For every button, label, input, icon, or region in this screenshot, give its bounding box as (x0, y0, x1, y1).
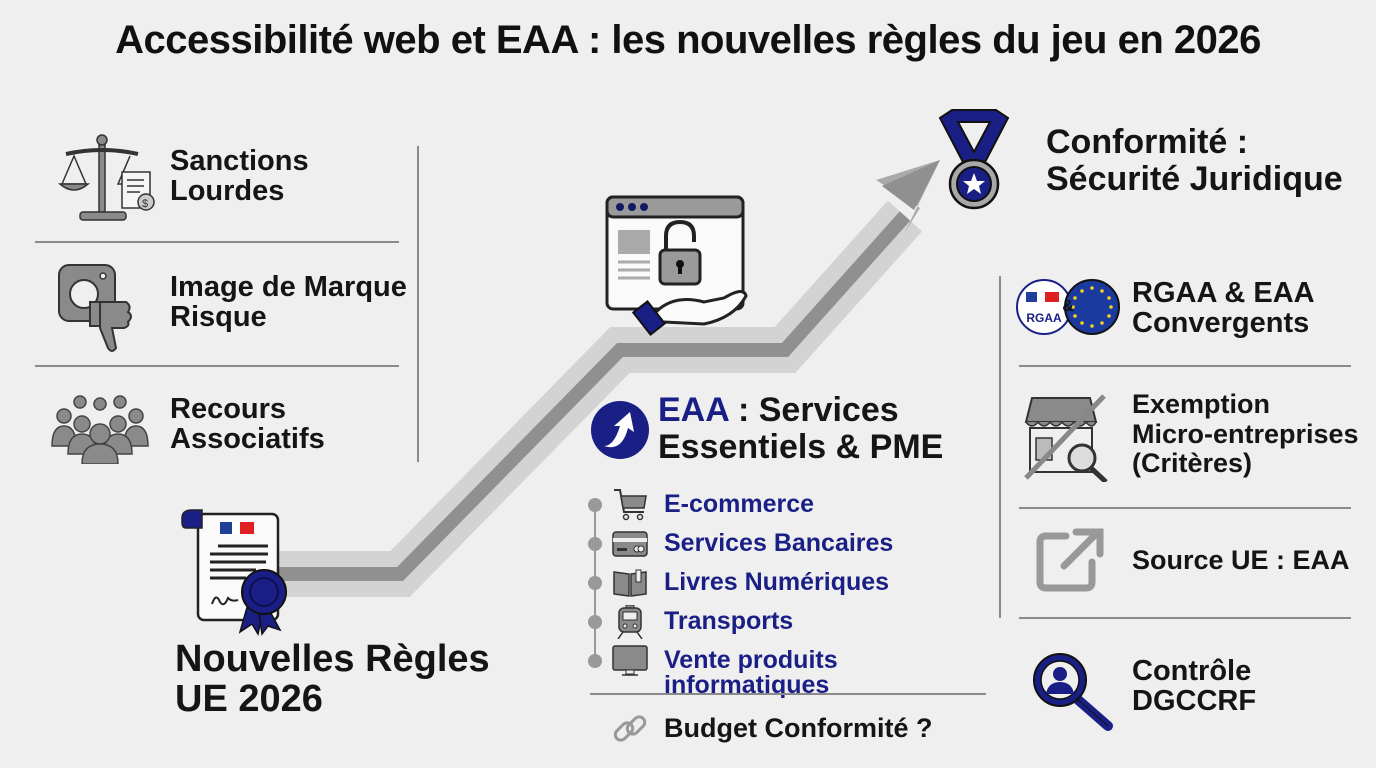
budget-label: Budget Conformité ? (664, 713, 933, 743)
group-people-icon (51, 395, 149, 464)
shop-crossed-magnifier-icon (1024, 394, 1108, 482)
external-link-icon (1036, 528, 1104, 592)
rgaa-eu-badge-icon: RGAA & (1016, 279, 1120, 335)
goal-label: Conformité : Sécurité Juridique (1046, 124, 1343, 197)
risk-subtitle: Lourdes (170, 175, 285, 208)
right-line1: RGAA & EAA (1132, 277, 1315, 309)
divider (590, 693, 986, 695)
eaa-heading-rest: : Services (728, 391, 899, 429)
eaa-heading-line2: Essentiels & PME (658, 428, 944, 467)
page-title: Accessibilité web et EAA : les nouvelles… (115, 18, 1261, 62)
start-line1: Nouvelles Règles (175, 638, 490, 680)
right-item-dgccrf: Contrôle DGCCRF (1032, 648, 1352, 732)
source-eu-eaa-link[interactable]: Source UE : EAA (1036, 526, 1356, 596)
train-icon (617, 605, 643, 639)
divider (1019, 617, 1351, 619)
timeline-dot (588, 498, 602, 512)
service-item: Services Bancaires (588, 527, 998, 561)
right-line1: Exemption (1132, 389, 1271, 419)
svg-text:$: $ (142, 198, 148, 210)
right-item-exemption: Exemption Micro-entreprises (Critères) (1024, 388, 1364, 488)
timeline-dot (588, 537, 602, 551)
official-decree-ribbon-icon (181, 509, 287, 636)
column-divider (417, 146, 419, 462)
risk-title: Image de Marque (170, 271, 407, 303)
risk-subtitle: Risque (170, 301, 267, 334)
source-label: Source UE : EAA (1132, 545, 1350, 575)
right-line2: Convergents (1132, 307, 1310, 340)
right-line3: (Critères) (1132, 448, 1253, 479)
risk-item-brand-image: Image de Marque Risque (56, 258, 416, 353)
right-line2: Micro-entreprises (1132, 418, 1359, 449)
service-label: E-commerce (664, 490, 815, 518)
timeline-dot (588, 654, 602, 668)
eaa-accent: EAA (658, 391, 729, 429)
brand-thumbs-down-icon (58, 264, 132, 352)
service-label: Services Bancaires (664, 529, 894, 557)
service-item: E-commerce (588, 488, 998, 522)
risk-title: Recours (170, 393, 287, 425)
services-list: E-commerce Services Bancaires Livres Num… (588, 484, 998, 698)
timeline-dot (588, 615, 602, 629)
medal-star-icon (938, 109, 1010, 210)
service-label: Vente produits informatiques (664, 646, 838, 699)
eaa-heading: EAA : Services Essentiels & PME (590, 391, 990, 472)
service-item: Transports (588, 605, 998, 639)
divider (1019, 507, 1351, 509)
timeline-dot (588, 576, 602, 590)
service-item: Livres Numériques (588, 566, 998, 600)
risk-item-sanctions: $ Sanctions Lourdes (56, 130, 406, 225)
service-label: Transports (664, 607, 794, 635)
divider (1019, 365, 1351, 367)
budget-link[interactable]: Budget Conformité ? (612, 710, 972, 748)
service-label: Livres Numériques (664, 568, 890, 596)
scales-justice-icon: $ (57, 134, 155, 221)
inspector-magnifier-icon (1033, 653, 1113, 731)
right-line2: DGCCRF (1132, 685, 1257, 718)
service-item: Vente produits informatiques (588, 644, 998, 698)
credit-card-icon (612, 531, 648, 557)
link-icon (613, 715, 647, 742)
right-item-rgaa-eaa: RGAA & RGAA & EAA Convergents (1016, 276, 1366, 346)
start-label: Nouvelles Règles UE 2026 (175, 638, 490, 720)
risk-subtitle: Associatifs (170, 423, 325, 456)
open-book-icon (613, 569, 647, 597)
blue-circle-arrow-icon (591, 401, 649, 459)
start-line2: UE 2026 (175, 677, 323, 720)
column-divider (999, 276, 1001, 618)
svg-text:&: & (1062, 298, 1074, 315)
computer-monitor-icon (612, 645, 648, 676)
goal-line1: Conformité : (1046, 123, 1249, 161)
risk-title: Sanctions (170, 145, 309, 177)
browser-unlock-hand-icon (605, 195, 748, 336)
shopping-cart-icon (614, 489, 647, 521)
divider (35, 241, 399, 243)
risk-item-associations: Recours Associatifs (50, 388, 410, 468)
goal-line2: Sécurité Juridique (1046, 159, 1343, 198)
right-line1: Contrôle (1132, 655, 1252, 687)
svg-text:RGAA: RGAA (1026, 311, 1062, 325)
divider (35, 365, 399, 367)
